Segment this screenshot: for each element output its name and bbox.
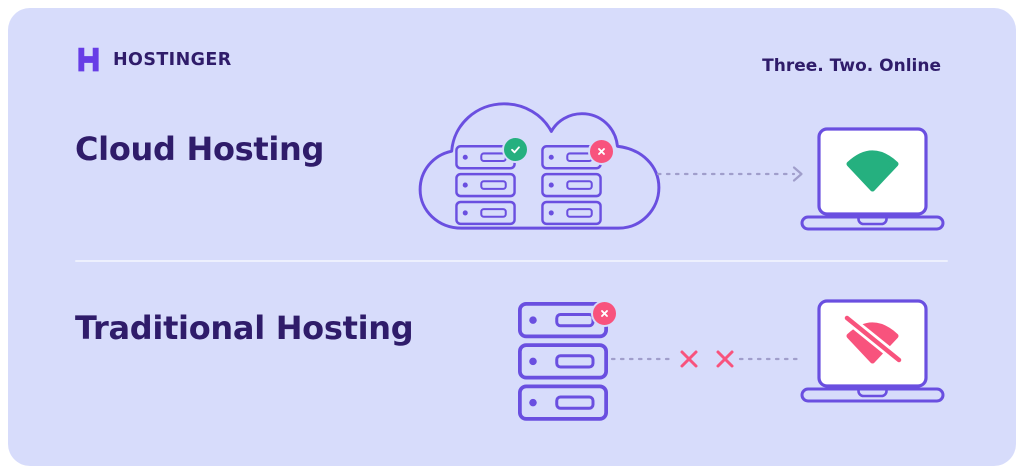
cloud-icon [418,102,661,230]
dashed-arrow-icon [656,166,803,182]
wifi-off-icon [842,313,904,365]
laptop-offline-icon [800,299,945,404]
tagline: Three. Two. Online [762,56,941,76]
cross-badge-icon [591,300,618,327]
brand-name: HOSTINGER [113,49,232,70]
cross-mark-icon [680,350,698,368]
cloud-hosting-title: Cloud Hosting [75,130,325,168]
hostinger-logo-icon [78,47,99,72]
laptop-online-icon [800,127,945,232]
broken-connection-icon [610,350,805,368]
divider [75,260,948,262]
cross-badge-icon [588,138,615,165]
traditional-hosting-title: Traditional Hosting [75,309,414,347]
cross-mark-icon [716,350,734,368]
wifi-on-icon [846,150,899,192]
cloud-hosting-illustration [414,90,666,240]
check-badge-icon [502,136,529,163]
hostinger-logo: HOSTINGER [75,45,232,74]
